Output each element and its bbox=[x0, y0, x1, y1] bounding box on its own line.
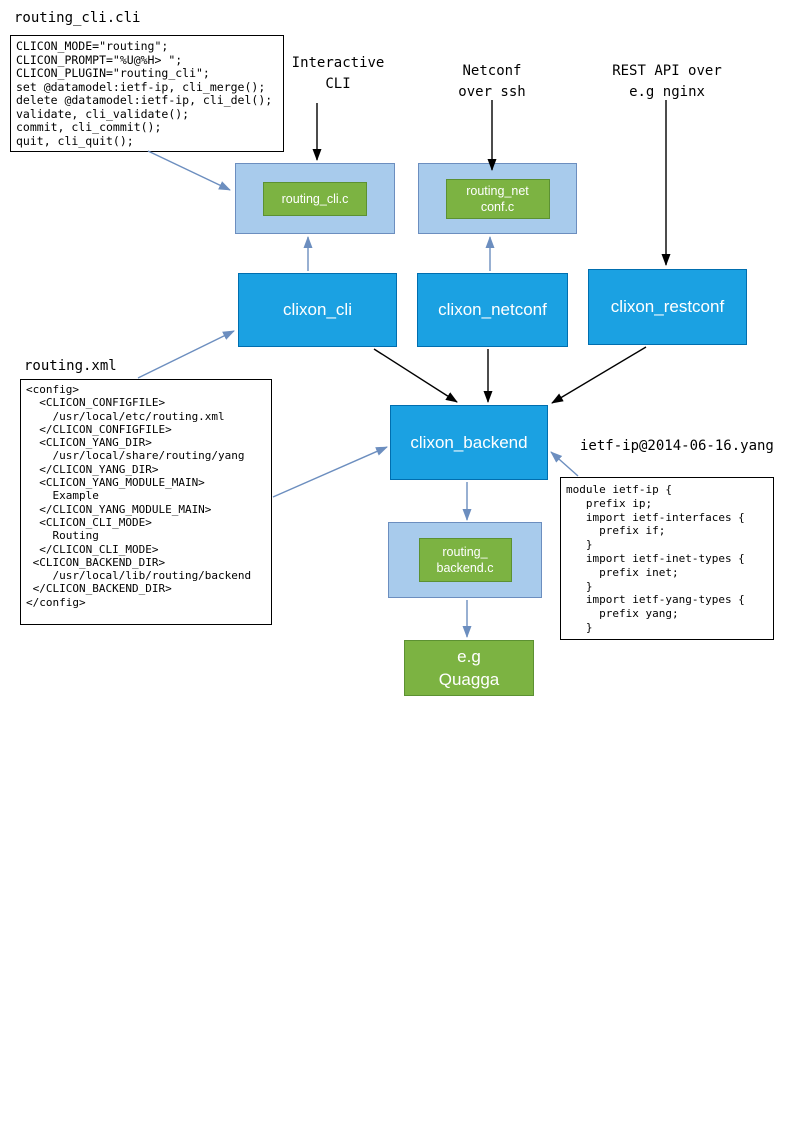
xml-file-title: routing.xml bbox=[24, 358, 117, 374]
routing-cli-c-plugin: routing_cli.c bbox=[263, 181, 367, 216]
component-clixon-netconf: clixon_netconf bbox=[417, 273, 568, 347]
cli-file-code: CLICON_MODE="routing"; CLICON_PROMPT="%U… bbox=[16, 39, 273, 148]
arrow-yang-file-to-backend bbox=[550, 451, 579, 477]
netconf-plugin-container: routing_net conf.c bbox=[418, 163, 577, 234]
backend-plugin-container: routing_ backend.c bbox=[388, 522, 542, 598]
arrow-restconf-to-backend bbox=[551, 346, 647, 404]
xml-file-code: <config> <CLICON_CONFIGFILE> /usr/local/… bbox=[26, 383, 252, 609]
yang-file-code: module ietf-ip { prefix ip; import ietf-… bbox=[566, 483, 745, 634]
yang-file-title: ietf-ip@2014-06-16.yang bbox=[580, 438, 774, 454]
arrow-cli-to-backend bbox=[373, 348, 458, 403]
component-clixon-restconf: clixon_restconf bbox=[588, 269, 747, 345]
component-clixon-backend: clixon_backend bbox=[390, 405, 548, 480]
xml-file-code-box: <config> <CLICON_CONFIGFILE> /usr/local/… bbox=[20, 379, 272, 625]
cli-file-code-box: CLICON_MODE="routing"; CLICON_PROMPT="%U… bbox=[10, 35, 284, 152]
routing-netconf-c-plugin: routing_net conf.c bbox=[445, 178, 550, 219]
component-clixon-cli: clixon_cli bbox=[238, 273, 397, 347]
component-quagga-router: e.g Quagga bbox=[404, 640, 534, 696]
label-interactive-cli: Interactive CLI bbox=[291, 55, 385, 92]
cli-file-title: routing_cli.cli bbox=[14, 10, 141, 26]
arrow-xml-file-to-clixon-cli bbox=[137, 330, 235, 379]
routing-backend-c-plugin: routing_ backend.c bbox=[418, 538, 512, 582]
yang-file-code-box: module ietf-ip { prefix ip; import ietf-… bbox=[560, 477, 774, 640]
label-netconf-over-ssh: Netconf over ssh bbox=[458, 63, 526, 100]
arrow-xml-file-to-backend bbox=[272, 446, 388, 498]
arrow-cli-file-to-cli-plugin bbox=[147, 150, 231, 191]
label-rest-api-nginx: REST API over e.g nginx bbox=[612, 63, 722, 100]
cli-plugin-container: routing_cli.c bbox=[235, 163, 395, 234]
